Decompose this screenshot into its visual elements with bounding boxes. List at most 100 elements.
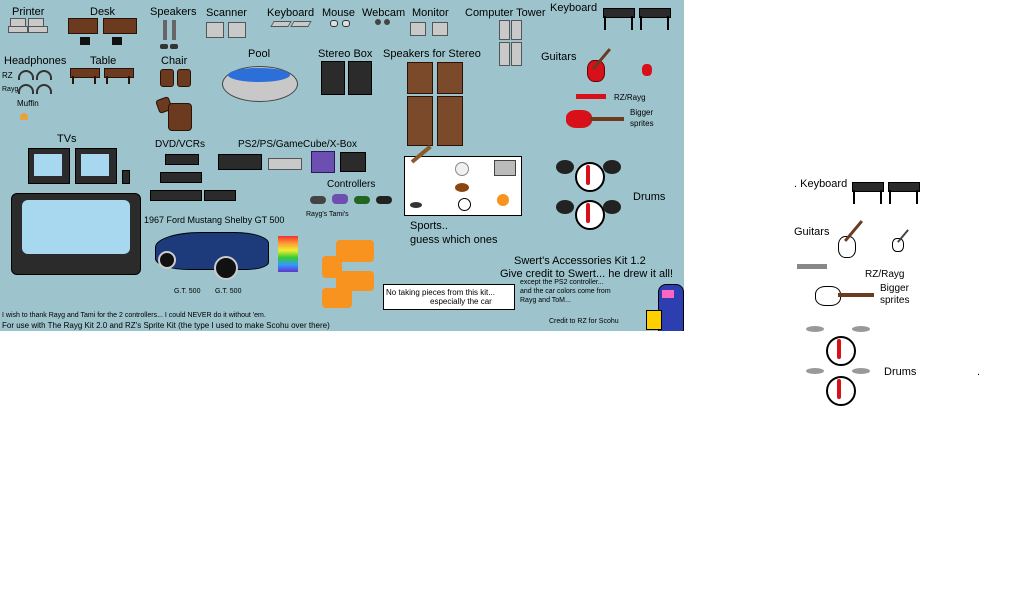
tv-screen	[34, 154, 62, 176]
chair-sprite	[177, 69, 191, 87]
keyboard-stand-sprite	[852, 182, 884, 192]
chair-sprite	[160, 69, 174, 87]
right-label-guitars: Guitars	[794, 226, 830, 238]
table-leg	[128, 76, 130, 84]
right-label-dot: .	[977, 366, 981, 378]
label-credit-rz: Credit to RZ for Scohu	[549, 318, 619, 325]
label-mouse: Mouse	[322, 7, 356, 19]
label-table: Table	[90, 55, 117, 67]
printer-sprite	[8, 26, 28, 33]
cymbal-sprite	[806, 326, 824, 332]
scanner-sprite	[206, 22, 224, 38]
keyboard-stand-leg	[604, 16, 606, 30]
guitar-small-sprite	[576, 94, 606, 99]
drum-sprite	[603, 200, 621, 214]
drum-logo	[837, 379, 841, 399]
keyboard-stand-leg	[889, 190, 891, 204]
printer-sprite	[28, 26, 48, 33]
notice-box	[383, 284, 515, 310]
guitar-sprite	[587, 60, 605, 82]
drum-logo	[586, 165, 590, 185]
label-kit-credit: Give credit to Swert... he drew it all!	[500, 268, 674, 280]
drum-logo	[837, 339, 841, 359]
mouse-sprite	[330, 20, 338, 27]
car-color-palette	[278, 236, 298, 272]
label-sprites: sprites	[630, 119, 654, 128]
vcr-sprite	[160, 172, 202, 183]
headphones-sprite	[18, 70, 34, 80]
right-label-rz-rayg: RZ/Rayg	[865, 269, 905, 280]
dvd-sprite	[165, 154, 199, 165]
label-speakers: Speakers	[150, 6, 197, 18]
label-car: 1967 Ford Mustang Shelby GT 500	[144, 215, 285, 225]
label-kit-title: Swert's Accessories Kit 1.2	[514, 255, 646, 267]
label-guitars: Guitars	[541, 51, 577, 63]
scohu-item	[646, 310, 662, 330]
label-notice-1: No taking pieces from this kit...	[386, 288, 495, 297]
ps2-sprite	[218, 154, 262, 170]
headphones-sprite	[36, 70, 52, 80]
drum-sprite	[556, 200, 574, 214]
mouse-sprite	[342, 20, 350, 27]
stereo-box-sprite	[348, 61, 372, 95]
desk-sprite	[103, 18, 137, 34]
speaker-sprite	[160, 44, 168, 49]
big-tv-screen	[22, 200, 130, 254]
label-rz-rayg: RZ/Rayg	[614, 93, 646, 102]
label-headphones: Headphones	[4, 55, 67, 67]
vcr-sprite	[204, 190, 236, 201]
headphones-sprite	[36, 84, 52, 94]
drum-sprite	[556, 160, 574, 174]
label-notice-2: especially the car	[430, 297, 492, 306]
cymbal-sprite	[852, 368, 870, 374]
speaker-sprite	[163, 20, 167, 40]
armchair-sprite	[168, 103, 192, 131]
label-keyboard-2: Keyboard	[550, 2, 598, 14]
table-leg	[106, 76, 108, 84]
stereo-speaker-sprite	[407, 62, 433, 94]
label-muffin: Muffin	[17, 99, 39, 108]
headphones-sprite	[18, 84, 34, 94]
drum-sprite	[575, 200, 605, 230]
keyboard-sprite	[290, 21, 312, 27]
controller-sprite	[310, 196, 326, 204]
cymbal-sprite	[852, 326, 870, 332]
label-ps2-note-3: Rayg and ToM...	[520, 297, 571, 304]
right-label-keyboard: . Keyboard	[794, 178, 848, 190]
tv-screen	[81, 154, 109, 176]
stereo-speaker-sprite	[437, 62, 463, 94]
webcam-sprite	[384, 19, 390, 25]
label-controllers: Controllers	[327, 179, 376, 190]
sprite-sheet: Printer Desk Speakers Scanner Keyboard M…	[0, 0, 684, 331]
label-webcam: Webcam	[362, 7, 406, 19]
drum-sprite	[826, 336, 856, 366]
monitor-sprite	[410, 22, 426, 36]
label-printer: Printer	[12, 6, 45, 18]
label-scanner: Scanner	[206, 7, 247, 19]
controller-sprite	[332, 194, 348, 204]
right-label-bigger: Bigger	[880, 283, 909, 294]
pool-water	[228, 68, 290, 82]
guitar-sprite	[642, 64, 652, 76]
speaker-sprite	[170, 44, 178, 49]
ps-sprite	[268, 158, 302, 170]
stereo-speaker-sprite	[437, 96, 463, 146]
label-pool: Pool	[248, 48, 271, 60]
keyboard-stand-sprite	[639, 8, 671, 18]
keyboard-stand-leg	[631, 16, 633, 30]
car-wheel	[158, 251, 176, 269]
vcr-sprite	[150, 190, 202, 201]
label-controllers-note: Rayg's Tami's	[306, 211, 349, 218]
desk-chair-sprite	[112, 37, 122, 45]
keyboard-stand-leg	[853, 190, 855, 204]
controller-sprite	[354, 196, 370, 204]
keyboard-stand-leg	[640, 16, 642, 30]
label-bigger: Bigger	[630, 108, 654, 117]
scohu-face	[662, 290, 674, 298]
label-rz: RZ	[2, 71, 13, 80]
stereo-speaker-sprite	[407, 96, 433, 146]
football-icon	[455, 183, 469, 192]
scohu-block	[322, 288, 352, 308]
scohu-block	[336, 271, 374, 291]
keyboard-stand-leg	[667, 16, 669, 30]
